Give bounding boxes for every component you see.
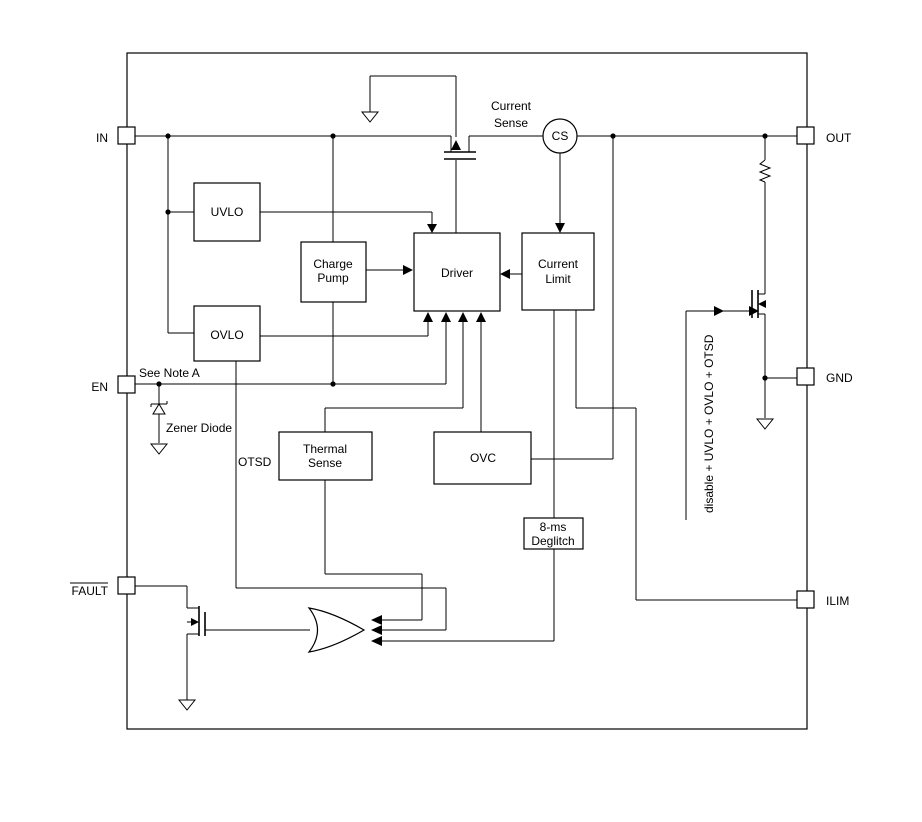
pin-fault-label: FAULT <box>72 584 109 598</box>
pin-gnd-label: GND <box>826 371 853 385</box>
uvlo-block <box>193 182 261 242</box>
or-gate-icon <box>307 607 366 653</box>
cs-label: CS <box>552 129 569 143</box>
current-sense-label-2: Sense <box>494 116 528 130</box>
deglitch-block <box>523 517 584 550</box>
see-note-label: See Note A <box>139 366 200 380</box>
ovc-block <box>433 431 532 485</box>
pass-fet-icon <box>444 136 476 160</box>
charge-pump-label-1: Charge <box>313 257 353 271</box>
charge-pump-block <box>300 241 367 303</box>
deglitch-label-2: Deglitch <box>531 534 574 548</box>
driver-label: Driver <box>441 266 473 280</box>
ovlo-label: OVLO <box>210 328 243 342</box>
current-sense-circle <box>542 118 578 154</box>
current-limit-block <box>521 232 595 311</box>
otsd-label: OTSD <box>238 455 272 469</box>
pin-fault <box>117 576 136 595</box>
charge-pump-label-2: Pump <box>317 271 349 285</box>
zener-diode-label: Zener Diode <box>166 421 232 435</box>
current-limit-label-1: Current <box>538 257 579 271</box>
fault-fet-icon <box>187 606 206 636</box>
discharge-fet-icon <box>751 290 766 318</box>
resistor-icon <box>758 159 772 183</box>
driver-block <box>413 232 501 312</box>
ovc-label: OVC <box>470 451 496 465</box>
thermal-sense-label-2: Sense <box>308 456 342 470</box>
pin-out-label: OUT <box>826 131 852 145</box>
uvlo-label: UVLO <box>211 205 244 219</box>
pin-out <box>796 126 815 145</box>
deglitch-label-1: 8-ms <box>540 520 567 534</box>
ovlo-block <box>193 305 261 362</box>
current-sense-label-1: Current <box>491 99 532 113</box>
wires <box>135 75 797 700</box>
pin-in-label: IN <box>96 131 108 145</box>
disable-signal-label: disable + UVLO + OVLO + OTSD <box>702 334 716 513</box>
pin-en-label: EN <box>91 380 108 394</box>
current-limit-label-2: Limit <box>545 272 571 286</box>
pin-en <box>117 375 136 394</box>
zener-diode-icon <box>150 401 168 415</box>
junctions <box>156 133 768 387</box>
ic-outline <box>126 52 808 730</box>
pin-gnd <box>796 367 815 386</box>
pin-ilim <box>796 590 815 609</box>
thermal-sense-label-1: Thermal <box>303 442 347 456</box>
thermal-sense-block <box>278 431 373 481</box>
pin-ilim-label: ILIM <box>826 594 849 608</box>
pin-in <box>117 126 136 145</box>
ground-icon <box>149 111 775 711</box>
